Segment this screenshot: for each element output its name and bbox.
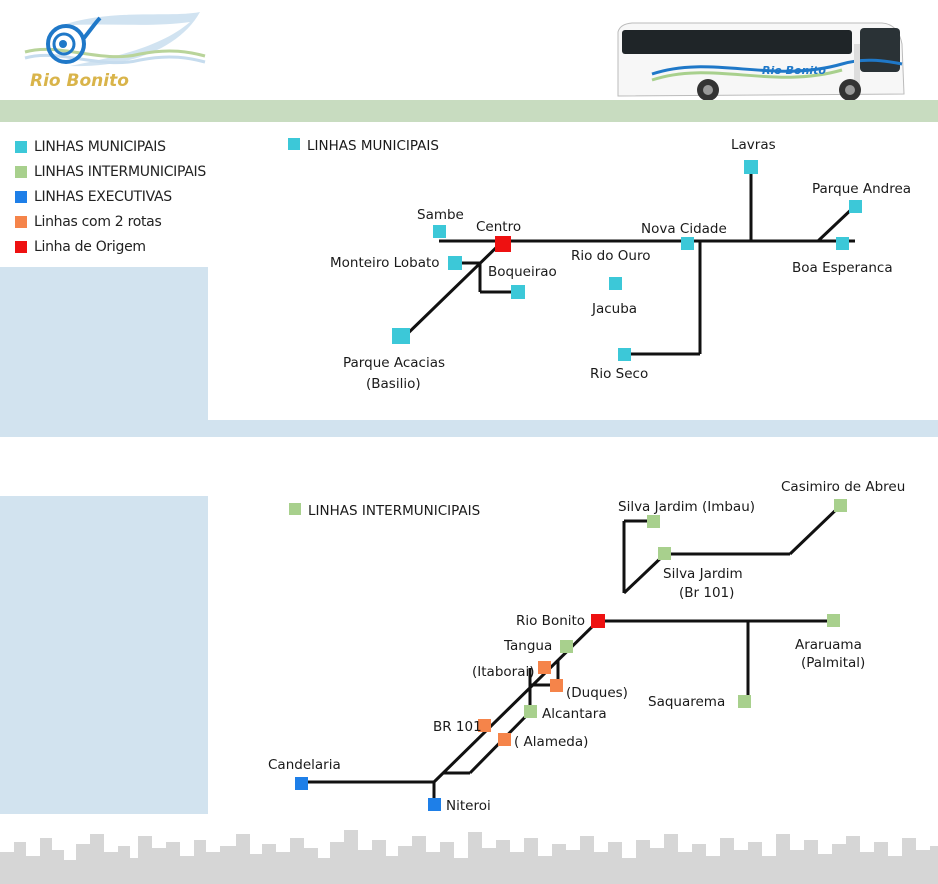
label-alameda: ( Alameda) — [514, 734, 588, 750]
skyline-footer — [0, 830, 938, 884]
legend-label: LINHAS MUNICIPAIS — [34, 139, 166, 155]
stop-lavras — [744, 160, 758, 174]
bus-brand: Rio Bonito — [762, 64, 826, 77]
label-niteroi: Niteroi — [446, 798, 491, 814]
stop-centro-origin — [495, 236, 511, 252]
stop-rio-bonito-origin — [591, 614, 605, 628]
legend-swatch — [15, 191, 27, 203]
label-silva-br-sub: (Br 101) — [679, 585, 734, 601]
stop-nova-cidade — [681, 237, 694, 250]
label-silva-br: Silva Jardim — [663, 566, 743, 582]
label-rio-bonito: Rio Bonito — [516, 613, 585, 629]
legend-item-executive: LINHAS EXECUTIVAS — [15, 189, 172, 205]
label-monteiro-lobato: Monteiro Lobato — [330, 255, 440, 271]
label-jacuba: Jacuba — [591, 301, 637, 317]
label-araruama: Araruama — [795, 637, 862, 653]
label-silva-imbau: Silva Jardim (Imbau) — [618, 499, 755, 515]
legend-item-intermunicipal: LINHAS INTERMUNICIPAIS — [15, 164, 206, 180]
label-araruama-sub: (Palmital) — [801, 655, 865, 671]
divider-band — [0, 420, 938, 437]
stop-silva-jardim-imbau — [647, 515, 660, 528]
legend-label: LINHAS EXECUTIVAS — [34, 189, 172, 205]
stop-alameda — [498, 733, 511, 746]
stop-silva-jardim-br101 — [658, 547, 671, 560]
legend-swatch — [15, 216, 27, 228]
label-alcantara: Alcantara — [542, 706, 607, 722]
legend-item-origin: Linha de Origem — [15, 239, 146, 255]
stop-niteroi — [428, 798, 441, 811]
heading-swatch — [288, 138, 300, 150]
label-lavras: Lavras — [731, 137, 776, 153]
heading-swatch — [289, 503, 301, 515]
label-candelaria: Candelaria — [268, 757, 341, 773]
municipal-heading: LINHAS MUNICIPAIS — [307, 138, 439, 154]
municipal-map: LINHAS MUNICIPAIS Lavras Parque Andrea S… — [288, 137, 911, 392]
intermunicipal-routes — [302, 504, 842, 804]
legend-swatch — [15, 241, 27, 253]
stop-itaborai — [538, 661, 551, 674]
legend-label: LINHAS INTERMUNICIPAIS — [34, 164, 206, 180]
stop-rio-seco — [618, 348, 631, 361]
label-boqueirao: Boqueirao — [488, 264, 557, 280]
label-parque-acacias: Parque Acacias — [343, 355, 445, 371]
logo-text: Rio Bonito — [30, 71, 129, 91]
label-itaborai: (Itaborai) — [472, 664, 534, 680]
stop-parque-acacias — [392, 328, 410, 344]
label-casimiro: Casimiro de Abreu — [781, 479, 905, 495]
logo: Rio Bonito — [20, 8, 210, 94]
stop-sambe — [433, 225, 446, 238]
side-panel-bottom — [0, 496, 208, 814]
label-br101: BR 101 — [433, 719, 482, 735]
bus-illustration: Rio Bonito — [612, 14, 910, 102]
label-rio-seco: Rio Seco — [590, 366, 648, 382]
intermunicipal-heading: LINHAS INTERMUNICIPAIS — [308, 503, 480, 519]
label-boa-esperanca: Boa Esperanca — [792, 260, 893, 276]
legend-panel — [0, 122, 208, 267]
stop-duques — [550, 679, 563, 692]
label-centro: Centro — [476, 219, 521, 235]
stop-boa-esperanca — [836, 237, 849, 250]
stop-tangua — [560, 640, 573, 653]
stop-casimiro-de-abreu — [834, 499, 847, 512]
label-parque-andrea: Parque Andrea — [812, 181, 911, 197]
legend-item-municipal: LINHAS MUNICIPAIS — [15, 139, 166, 155]
label-tangua: Tangua — [503, 638, 552, 654]
label-parque-acacias-sub: (Basilio) — [366, 376, 421, 392]
stop-saquarema — [738, 695, 751, 708]
stop-boqueirao — [511, 285, 525, 299]
stop-candelaria — [295, 777, 308, 790]
legend-swatch — [15, 166, 27, 178]
legend-swatch — [15, 141, 27, 153]
stop-araruama — [827, 614, 840, 627]
label-nova-cidade: Nova Cidade — [641, 221, 727, 237]
label-sambe: Sambe — [417, 207, 464, 223]
legend-item-two-routes: Linhas com 2 rotas — [15, 214, 162, 230]
stop-jacuba — [609, 277, 622, 290]
side-panel-top — [0, 267, 208, 420]
legend-label: Linhas com 2 rotas — [34, 214, 162, 230]
legend-label: Linha de Origem — [34, 239, 146, 255]
stop-br101 — [478, 719, 491, 732]
intermunicipal-map: LINHAS INTERMUNICIPAIS — [268, 479, 905, 814]
stop-parque-andrea — [849, 200, 862, 213]
stop-monteiro-lobato — [448, 256, 462, 270]
stop-alcantara — [524, 705, 537, 718]
header-band — [0, 100, 938, 122]
label-saquarema: Saquarema — [648, 694, 725, 710]
label-rio-do-ouro: Rio do Ouro — [571, 248, 651, 264]
label-duques: (Duques) — [566, 685, 628, 701]
